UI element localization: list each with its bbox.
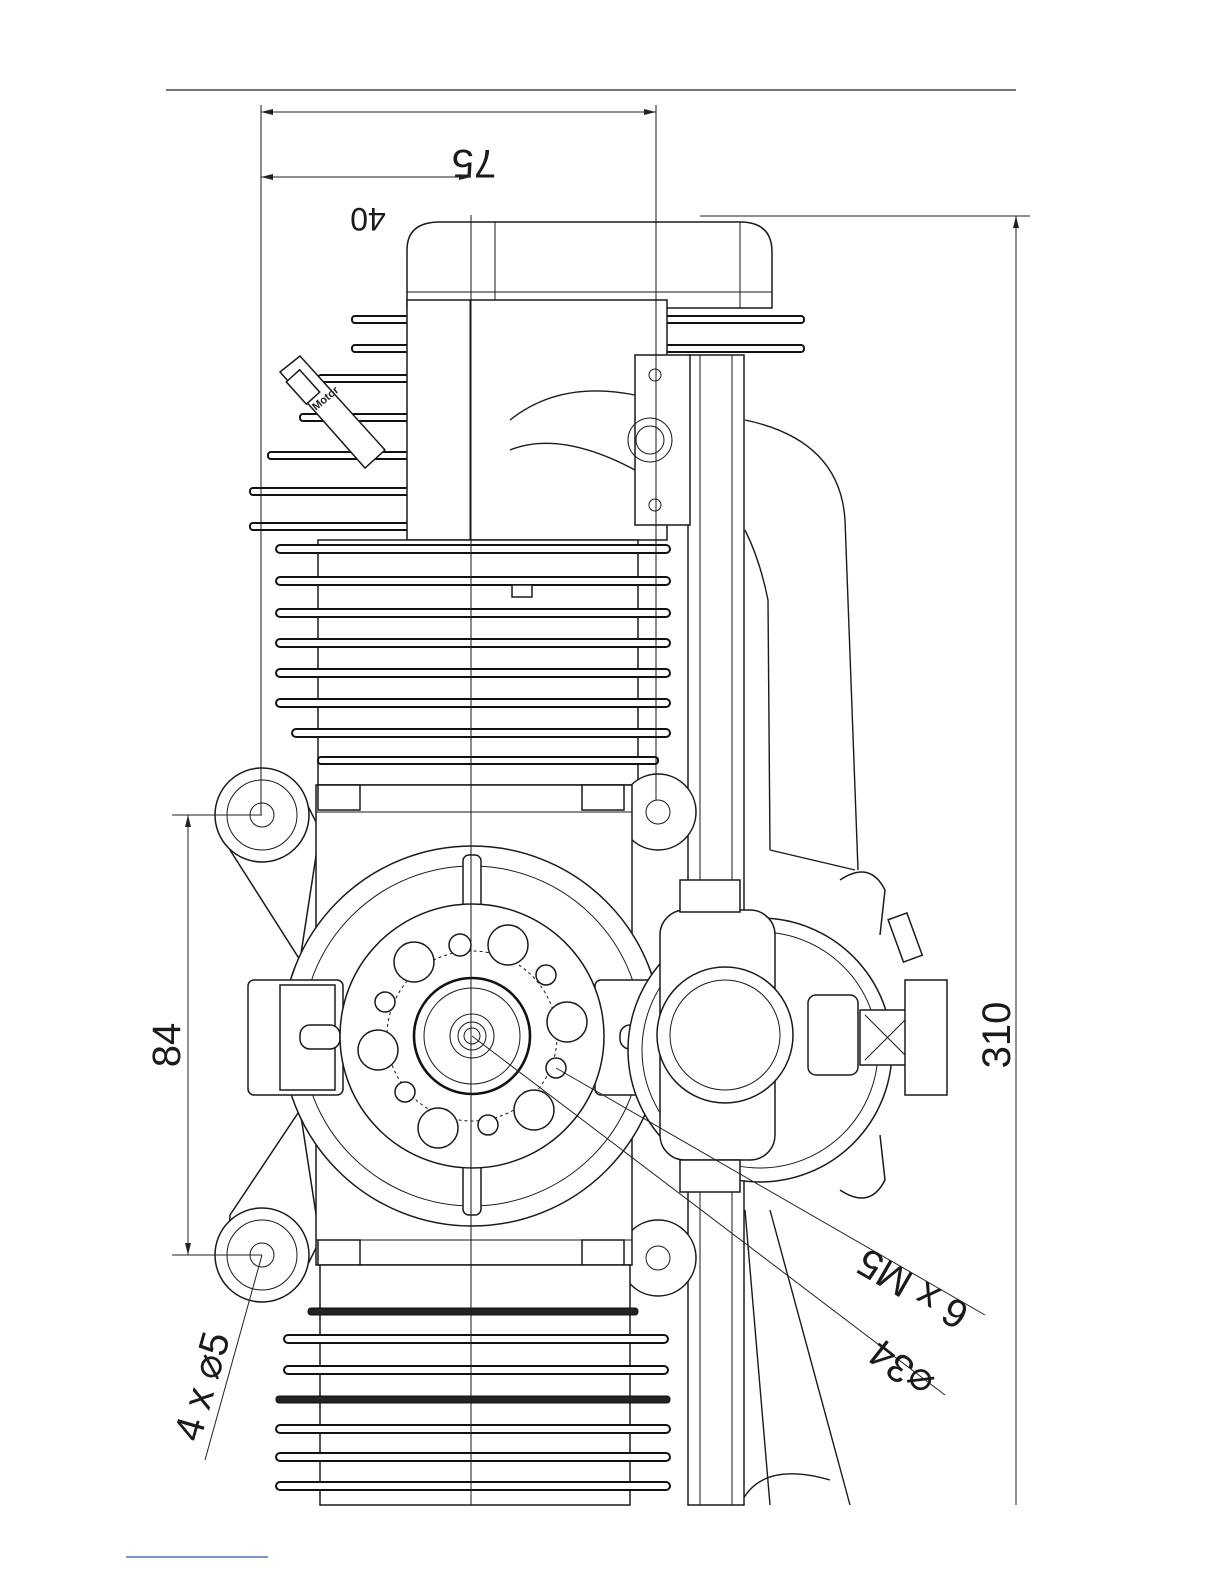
dim-threads-label: 6 x M5 <box>850 1239 976 1337</box>
dim-84: 84 <box>145 815 262 1255</box>
dim-310-label: 310 <box>975 1002 1019 1069</box>
cylinder-fins <box>276 540 670 785</box>
carburetor <box>628 872 947 1198</box>
dim-holes-label: 4 x ⌀5 <box>166 1327 239 1446</box>
dim-84-label: 84 <box>145 1023 189 1068</box>
dim-75-label: 75 <box>452 141 497 185</box>
lower-fins <box>276 1265 670 1505</box>
dim-circle-label: ⌀34 <box>861 1330 942 1407</box>
valve-cover <box>407 222 772 308</box>
dim-310: 310 <box>700 216 1030 1505</box>
dim-40-label: 40 <box>350 201 386 237</box>
dim-75: 75 <box>261 112 656 185</box>
